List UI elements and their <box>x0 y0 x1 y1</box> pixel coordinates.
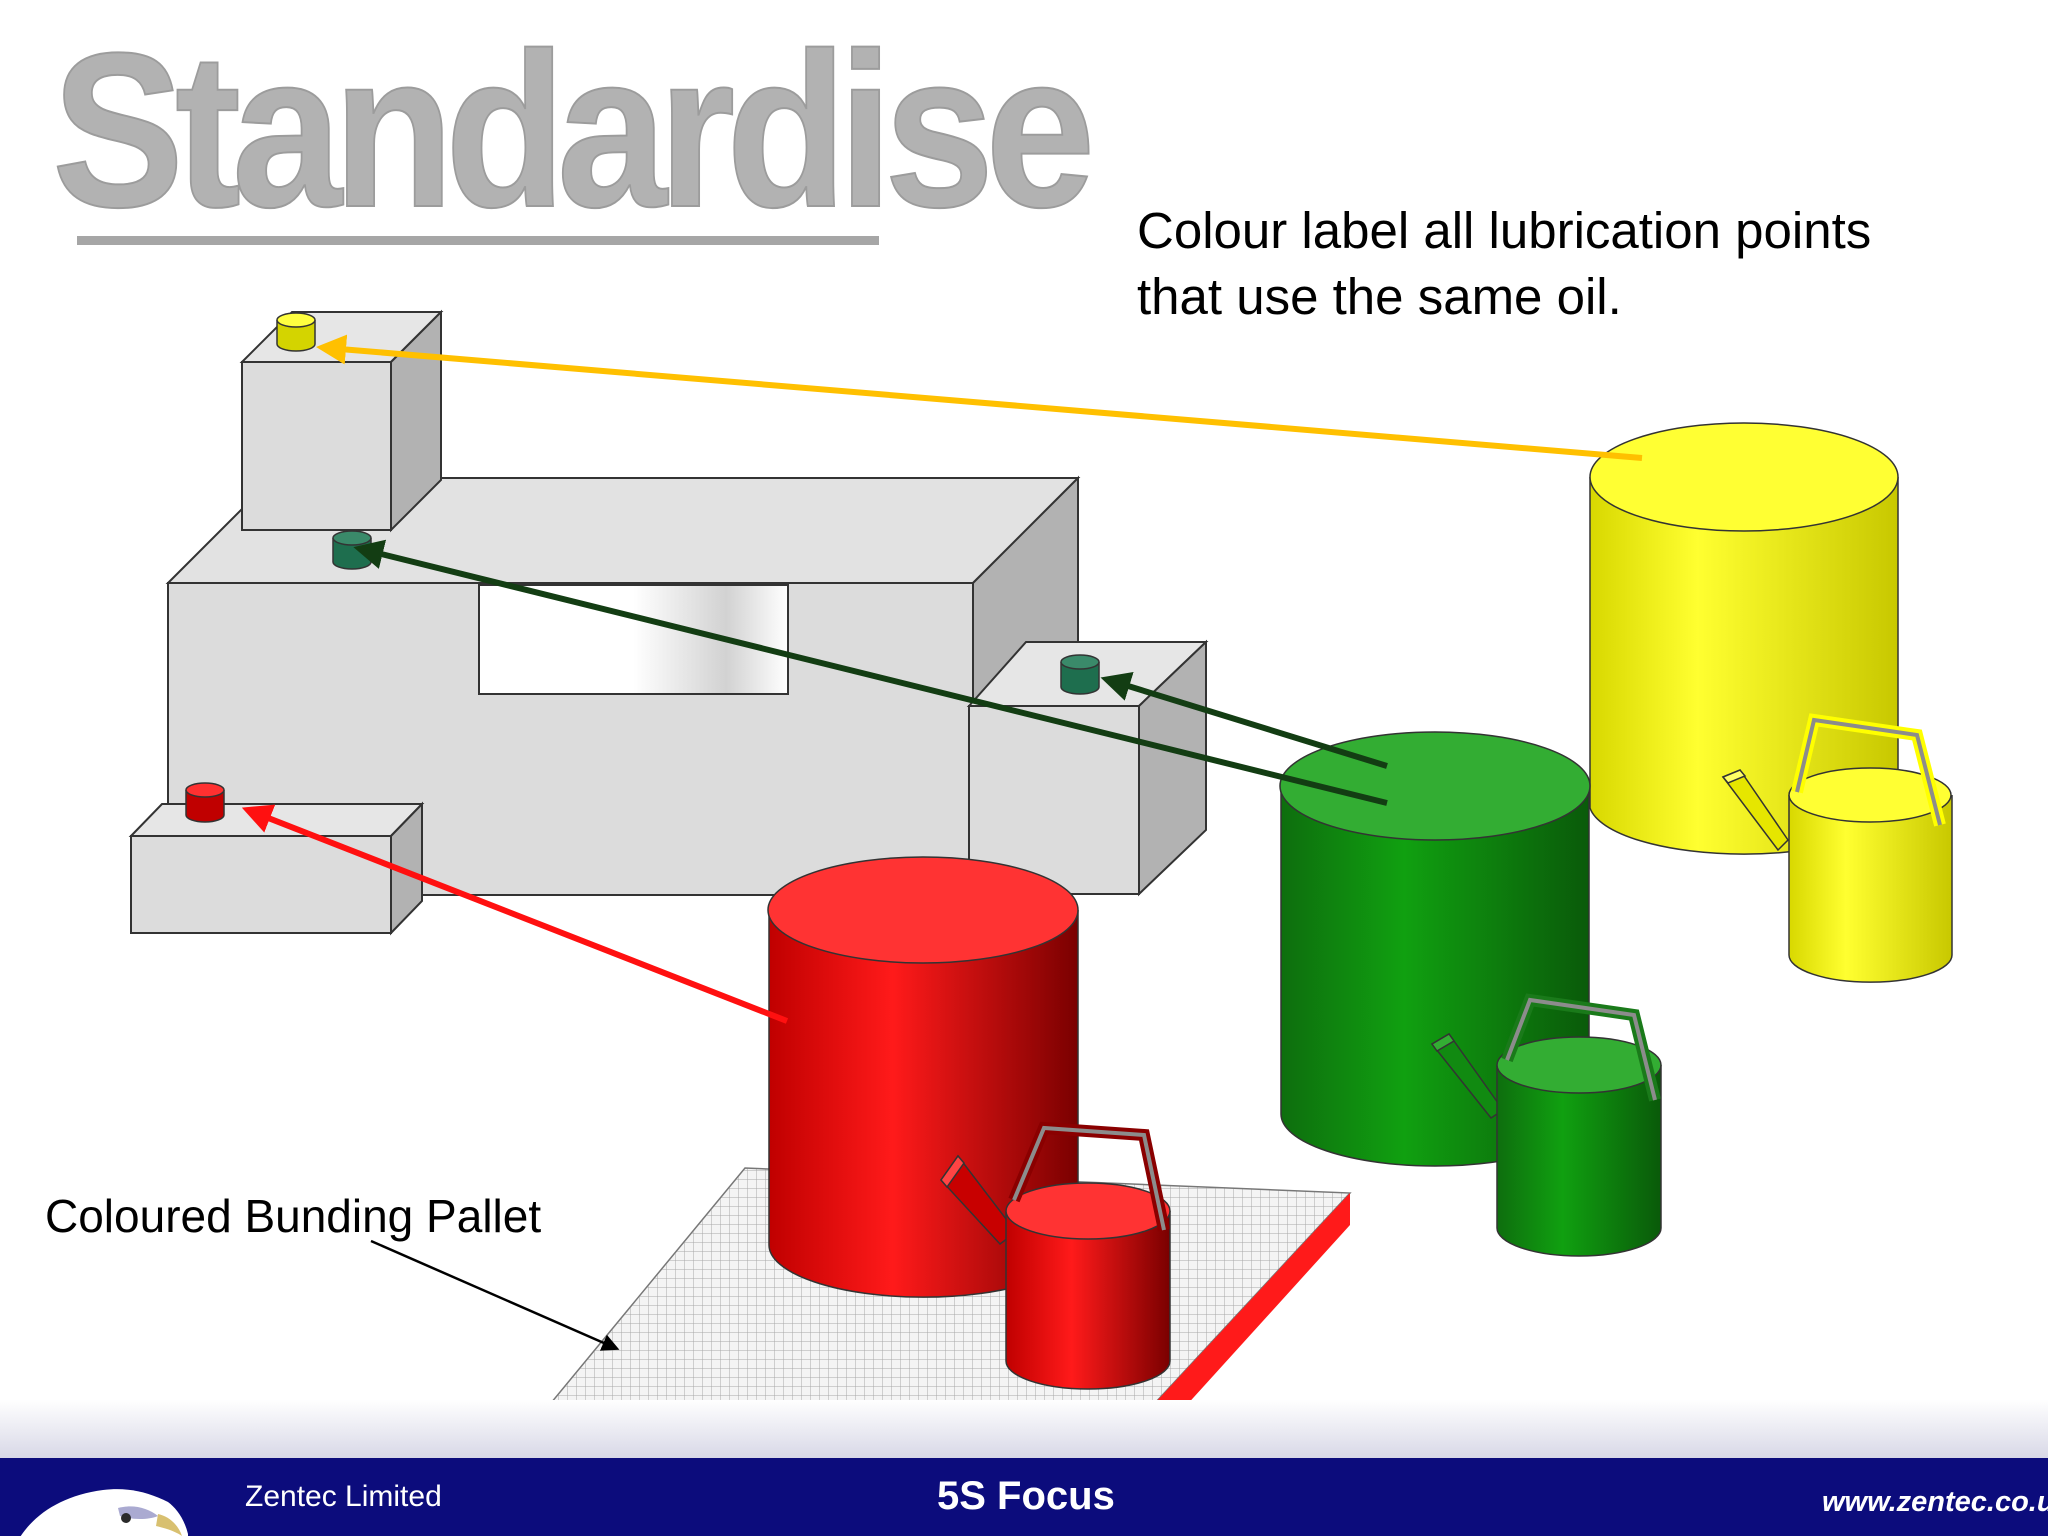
footer-company: Zentec Limited <box>245 1480 442 1513</box>
lubrication-point-red <box>185 782 225 823</box>
footer-website[interactable]: www.zentec.co.uk <box>1822 1486 2048 1518</box>
pallet-label-pointer <box>370 1239 620 1351</box>
arrow-yellow <box>316 334 1643 461</box>
footer-fade <box>0 1400 2048 1460</box>
footer-bar: Zentec Limited 5S Focus www.zentec.co.uk <box>0 1458 2048 1536</box>
callout-text: Colour label all lubrication points that… <box>1137 202 1872 325</box>
red-watering-can <box>940 1121 1171 1390</box>
green-watering-can <box>1430 993 1662 1257</box>
lubrication-diagram <box>128 309 1953 1440</box>
yellow-watering-can <box>1721 713 1953 983</box>
slide-title: Standardise <box>51 7 1096 253</box>
arrow-green-top <box>353 539 1388 806</box>
lubrication-point-yellow <box>276 312 316 352</box>
eagle-logo-icon <box>20 1489 188 1536</box>
red-oil-drum <box>767 856 1079 1298</box>
title-underline <box>77 236 879 245</box>
arrow-red <box>241 804 789 1024</box>
arrow-green-right <box>1100 671 1388 769</box>
lubrication-point-green-right <box>1060 654 1100 695</box>
machine-window <box>478 584 789 695</box>
yellow-oil-drum <box>1589 422 1899 855</box>
footer-title: 5S Focus <box>937 1474 1115 1518</box>
pallet-label: Coloured Bunding Pallet <box>45 1190 542 1242</box>
